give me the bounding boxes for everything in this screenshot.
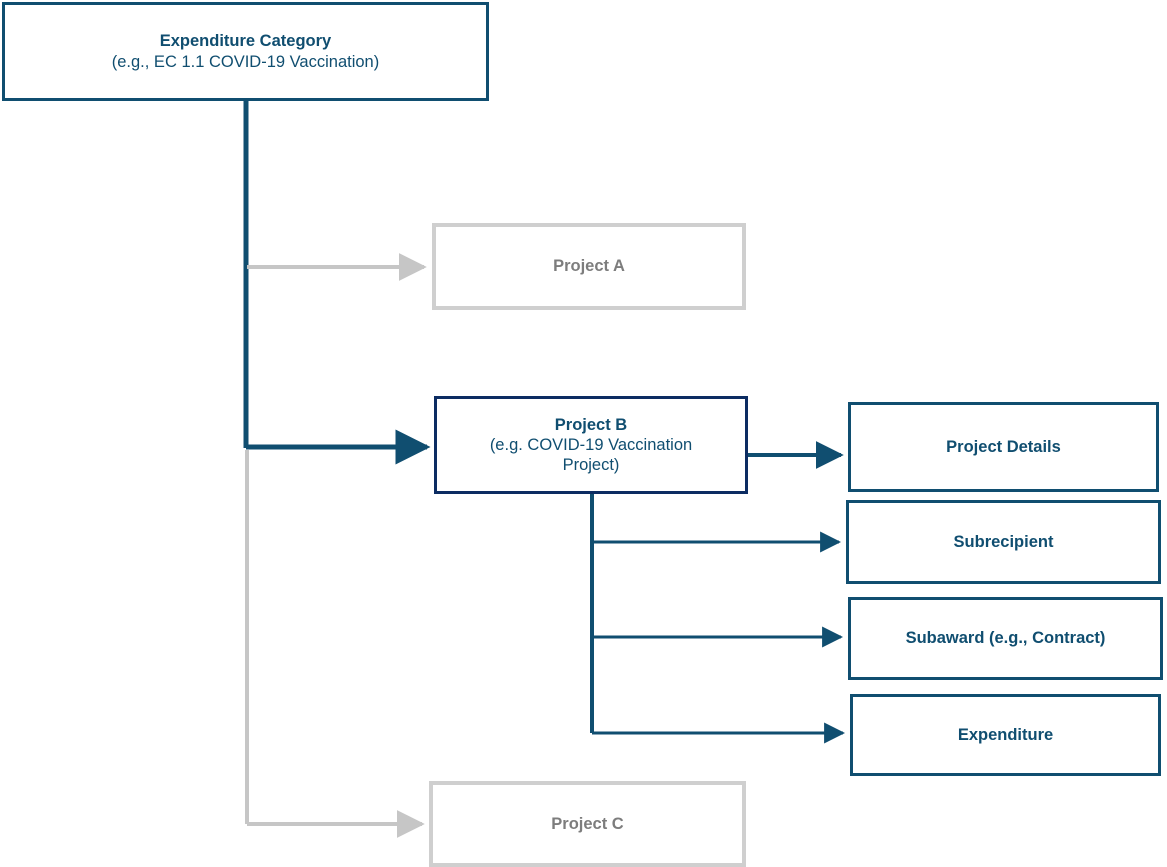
- node-subrecipient[interactable]: Subrecipient: [846, 500, 1161, 584]
- node-subaward[interactable]: Subaward (e.g., Contract): [848, 597, 1163, 680]
- node-project-c[interactable]: Project C: [429, 781, 746, 867]
- node-project-b-subtitle-line1: (e.g. COVID-19 Vaccination: [489, 435, 693, 454]
- node-subaward-label: Subaward (e.g., Contract): [905, 629, 1106, 648]
- node-project-b-text: Project B (e.g. COVID-19 Vaccination Pro…: [482, 415, 700, 475]
- node-project-b[interactable]: Project B (e.g. COVID-19 Vaccination Pro…: [434, 396, 748, 494]
- node-expenditure[interactable]: Expenditure: [850, 694, 1161, 776]
- node-project-a-label: Project A: [553, 257, 625, 276]
- node-project-b-subtitle-line2: Project): [562, 456, 620, 475]
- node-expenditure-category[interactable]: Expenditure Category (e.g., EC 1.1 COVID…: [2, 2, 489, 101]
- node-expenditure-category-subtitle: (e.g., EC 1.1 COVID-19 Vaccination): [111, 52, 380, 71]
- node-expenditure-category-title: Expenditure Category: [159, 32, 332, 51]
- node-project-details-label: Project Details: [946, 437, 1061, 456]
- node-expenditure-label: Expenditure: [957, 725, 1054, 744]
- node-project-c-label: Project C: [551, 814, 624, 833]
- node-project-details[interactable]: Project Details: [848, 402, 1159, 492]
- node-subrecipient-label: Subrecipient: [953, 532, 1054, 551]
- node-project-a[interactable]: Project A: [432, 223, 746, 310]
- node-project-b-title: Project B: [554, 415, 628, 434]
- node-expenditure-category-text: Expenditure Category (e.g., EC 1.1 COVID…: [104, 31, 387, 71]
